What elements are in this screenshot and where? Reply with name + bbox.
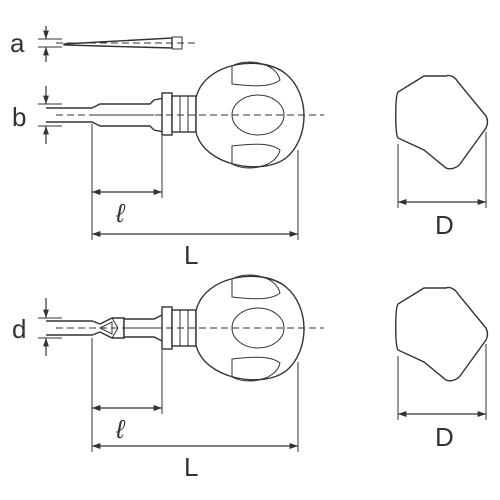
slotted-driver-top-view: b ℓ L xyxy=(12,61,324,270)
dimension-label-D-top: D xyxy=(435,210,454,240)
dimension-label-b: b xyxy=(12,102,26,132)
dimension-label-D-bottom: D xyxy=(435,422,454,452)
dimension-label-small-l-bottom: ℓ xyxy=(115,414,126,444)
phillips-driver-top-view: d ℓ L xyxy=(12,274,324,482)
dimension-label-L-bottom: L xyxy=(184,452,198,482)
slotted-driver-side-view: a xyxy=(10,26,196,62)
hex-end-view-bottom: D xyxy=(395,286,489,452)
dimension-label-a: a xyxy=(10,28,25,58)
dimension-label-L-top: L xyxy=(184,240,198,270)
dimension-label-small-l-top: ℓ xyxy=(115,198,126,228)
dimension-label-d: d xyxy=(12,314,26,344)
hex-end-view-top: D xyxy=(395,74,489,240)
